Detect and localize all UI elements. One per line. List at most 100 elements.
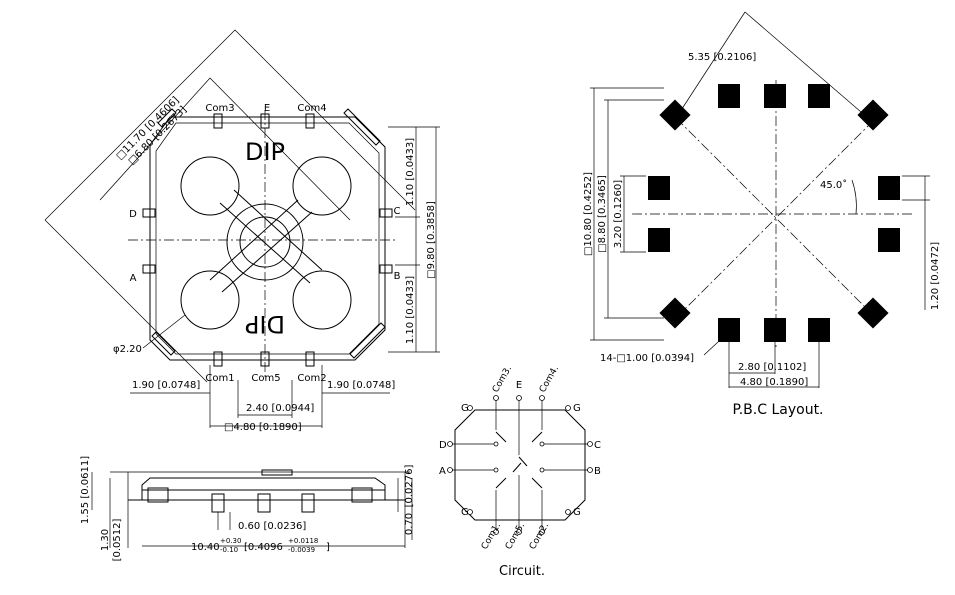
circuit-label-com2: Com2. [528,521,551,551]
circuit-label-com5: Com5. [504,521,527,551]
side-lead [257,493,271,513]
lead [260,351,270,367]
diag-outline-left [44,219,208,383]
pin-label-com4: Com4 [297,103,326,114]
dim-length-in-tol-plus: +0.0118 [288,537,318,545]
pin-label-c: C [394,206,401,217]
diag-ext-line [744,11,869,119]
dim-base-a: 1.30 [100,529,111,551]
lead [142,208,156,218]
dim-pitch-b: 4.80 [0.1890] [740,377,808,388]
pcb-layout: 5.35 [0.2106] 45.0˚ [583,11,941,418]
pcb-title: P.B.C Layout. [732,402,823,418]
angle-arc [851,179,857,215]
lead [213,113,223,129]
pad [878,228,900,252]
circuit-label-com4: Com4. [538,364,561,394]
dip-label-top: DIP [245,138,285,166]
dim-base-b: [0.0512] [112,519,123,562]
dim-length-tol-plus: +0.30 [220,537,241,545]
actuator-arm [233,189,323,271]
pad [878,176,900,200]
circuit-label-com1: Com1. [480,521,503,551]
circuit-label-d: D [439,440,447,451]
dim-lead-width: 0.60 [0.0236] [238,521,306,532]
leader-line [703,341,719,356]
circuit-label-g2: G [573,403,581,414]
button-ring [180,270,240,330]
button-ring [292,156,352,216]
center-line-diag [675,117,877,319]
top-view: DIP DIP Com3 E Com4 D C A B Com1 Com5 Co… [44,29,440,433]
dim-right: 1.20 [0.0472] [930,242,941,310]
pin-label-com1: Com1 [205,373,234,384]
actuator-arm [221,211,313,293]
pad [648,176,670,200]
dim-length-in-tol-minus: -0.0039 [288,546,315,554]
dim-pad-size: 14-□1.00 [0.0394] [600,353,694,364]
center-ring-outer [226,203,304,281]
dim-right-lower: 1.10 [0.0433] [405,276,416,344]
dip-label-bottom: DIP [245,310,285,338]
lead [305,113,315,129]
dim-height-total: 1.55 [0.0611] [80,456,91,524]
lead [379,208,393,218]
dim-top: 5.35 [0.2106] [688,52,756,63]
terminal-dots [447,395,593,535]
corner-tab [151,331,176,356]
circuit-label-c: C [594,440,601,451]
pin-label-com2: Com2 [297,373,326,384]
pad [718,318,740,342]
switch-contact [518,456,528,467]
switch-body [149,116,386,361]
dim-right-upper: [0.0276] [404,465,415,508]
actuator-arm [209,199,299,281]
switch-contact [512,462,522,473]
circuit-label-com3: Com3. [491,364,514,394]
lead [379,264,393,274]
dim-pitch-a: 2.80 [0.1102] [738,362,806,373]
dim-left-mid: □8.80 [0.3465] [597,175,608,253]
center-line-diag [675,117,877,319]
pin-label-b: B [394,271,401,282]
lead [213,351,223,367]
pad [808,84,830,108]
pin-label-e: E [264,103,270,114]
switch-contact [531,477,543,489]
actuator-arm [219,202,311,284]
side-lead [211,493,225,513]
dim-right-lower: 0.70 [404,513,415,535]
pad [808,318,830,342]
pad [764,84,786,108]
switch-body-inner [155,122,380,355]
pad [659,99,691,131]
circuit-diagram: Com3. E Com4. G G G G D A C B Com1. Com5… [439,364,601,579]
corner-tab [157,108,177,128]
dim-angle: 45.0˚ [820,179,847,191]
side-view: 1.55 [0.0611] 1.30 [0.0512] 0.60 [0.0236… [80,456,415,562]
corner-tab [349,322,386,359]
switch-contact [531,431,543,443]
pad [857,99,889,131]
actuator-top [261,469,293,476]
pad [857,297,889,329]
dim-right-upper: 1.10 [0.0433] [405,138,416,206]
lead [142,264,156,274]
dim-length-close: ] [326,542,330,553]
circuit-label-g1: G [461,403,469,414]
side-lead [301,493,315,513]
lead [260,113,270,129]
pin-label-com3: Com3 [205,103,234,114]
dim-phi: φ2.20 [113,344,142,355]
circuit-label-e: E [516,380,522,391]
circuit-label-a: A [439,466,446,477]
leader-line [142,314,186,349]
dim-right-overall: □9.80 [0.3858] [426,201,437,279]
dim-length-main: 10.40 [191,542,220,553]
lead [305,351,315,367]
button-ring [180,156,240,216]
switch-contact [495,431,507,443]
pad [648,228,670,252]
